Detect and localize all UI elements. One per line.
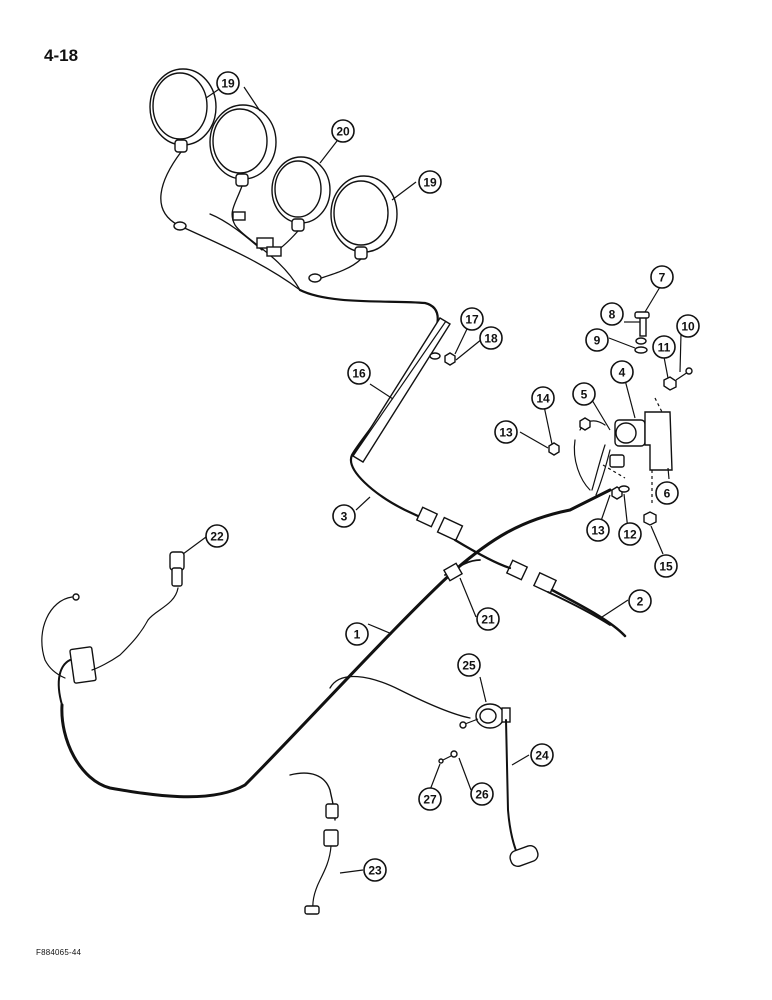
callout-label: 23 [368, 864, 382, 878]
callout-label: 1 [354, 628, 361, 642]
callout-c19a: 19 [216, 71, 240, 95]
callout-label: 8 [609, 308, 616, 322]
callout-label: 11 [658, 341, 671, 355]
callout-circle [331, 119, 355, 143]
lamp-3 [271, 156, 331, 232]
callout-c21: 21 [476, 607, 500, 631]
callout-circle [205, 524, 229, 548]
page-number: 4-18 [44, 46, 79, 65]
callout-c2: 2 [628, 589, 652, 613]
callout-c20: 20 [331, 119, 355, 143]
callout-circle [610, 360, 634, 384]
callout-circle [585, 328, 609, 352]
callout-circle [530, 743, 554, 767]
callout-circle [628, 589, 652, 613]
callout-label: 20 [336, 125, 350, 139]
callout-label: 18 [484, 332, 498, 346]
callout-circle [479, 326, 503, 350]
callout-circle [216, 71, 240, 95]
callout-circle [676, 314, 700, 338]
callout-c13b: 13 [586, 518, 610, 542]
callout-c11: 11 [652, 335, 676, 359]
callout-circle [363, 858, 387, 882]
callout-circle [470, 782, 494, 806]
callout-c13a: 13 [494, 420, 518, 444]
callout-label: 16 [352, 367, 366, 381]
callout-label: 7 [659, 271, 666, 285]
callout-c10: 10 [676, 314, 700, 338]
callout-circle [618, 522, 642, 546]
callout-circle [654, 554, 678, 578]
callout-circle [332, 504, 356, 528]
callout-label: 26 [475, 788, 489, 802]
callout-label: 5 [581, 388, 588, 402]
callout-circle [494, 420, 518, 444]
callout-c16: 16 [347, 361, 371, 385]
callout-label: 24 [535, 749, 549, 763]
callout-c27: 27 [418, 787, 442, 811]
callout-label: 2 [637, 595, 644, 609]
callout-label: 6 [664, 487, 671, 501]
callout-circle [650, 265, 674, 289]
callout-circle [572, 382, 596, 406]
callout-label: 13 [499, 426, 513, 440]
callout-circle [600, 302, 624, 326]
callout-c3: 3 [332, 504, 356, 528]
callout-label: 3 [341, 510, 348, 524]
callout-c18: 18 [479, 326, 503, 350]
callout-c26: 26 [470, 782, 494, 806]
lamp-4 [330, 175, 398, 260]
callout-c22: 22 [205, 524, 229, 548]
callout-circle [418, 170, 442, 194]
callout-label: 25 [462, 659, 476, 673]
callout-label: 9 [594, 334, 601, 348]
callout-label: 19 [221, 77, 235, 91]
lamp-2 [209, 104, 277, 187]
callout-c7: 7 [650, 265, 674, 289]
callout-circle [652, 335, 676, 359]
callout-label: 12 [623, 528, 637, 542]
callout-label: 15 [659, 560, 673, 574]
callout-circle [586, 518, 610, 542]
callout-circle [655, 481, 679, 505]
callout-c5: 5 [572, 382, 596, 406]
callout-c1: 1 [345, 622, 369, 646]
callout-circle [531, 386, 555, 410]
callout-c23: 23 [363, 858, 387, 882]
callout-label: 4 [619, 366, 626, 380]
callout-label: 22 [210, 530, 224, 544]
callout-c12: 12 [618, 522, 642, 546]
callout-c19b: 19 [418, 170, 442, 194]
lamp-1 [149, 68, 217, 153]
callout-circle [460, 307, 484, 331]
callout-c24: 24 [530, 743, 554, 767]
callout-label: 21 [481, 613, 495, 627]
callout-c6: 6 [655, 481, 679, 505]
callout-c15: 15 [654, 554, 678, 578]
callout-c9: 9 [585, 328, 609, 352]
callout-c8: 8 [600, 302, 624, 326]
callout-circle [347, 361, 371, 385]
callout-label: 14 [536, 392, 550, 406]
callout-circle [345, 622, 369, 646]
callout-label: 19 [423, 176, 437, 190]
callout-c4: 4 [610, 360, 634, 384]
callout-label: 17 [465, 313, 479, 327]
callout-c14: 14 [531, 386, 555, 410]
callout-c17: 17 [460, 307, 484, 331]
callout-circle [418, 787, 442, 811]
callout-circle [457, 653, 481, 677]
callout-label: 10 [681, 320, 695, 334]
callout-label: 13 [591, 524, 605, 538]
callout-circle [476, 607, 500, 631]
callout-label: 27 [423, 793, 437, 807]
callout-c25: 25 [457, 653, 481, 677]
figure-code: F884065-44 [36, 948, 82, 957]
